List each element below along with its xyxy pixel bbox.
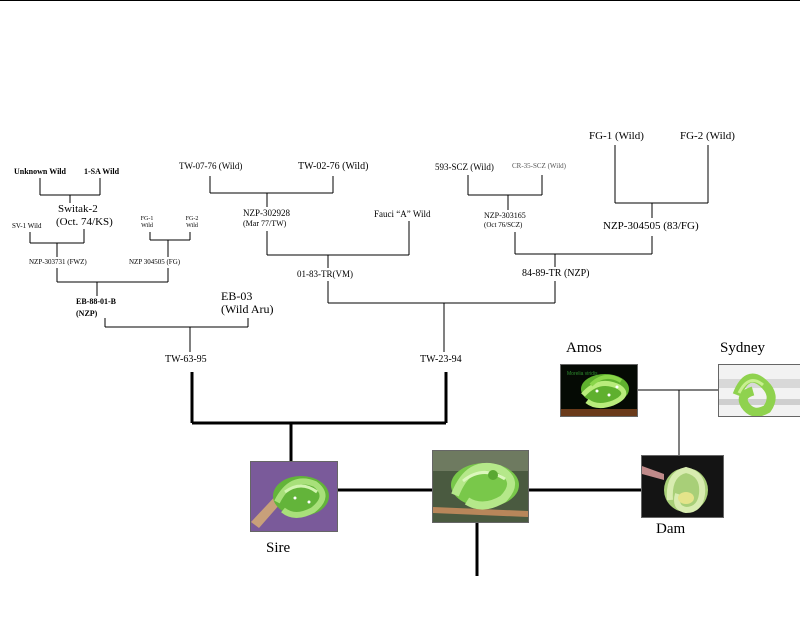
node-eb8801b-org: (NZP): [76, 309, 98, 318]
photo-sire: [250, 461, 338, 532]
node-tr0183: 01-83-TR(VM): [297, 269, 353, 279]
label-dam: Dam: [656, 521, 686, 537]
snake-icon: [719, 373, 800, 416]
node-nzp303731: NZP-303731 (FWZ): [29, 258, 87, 266]
amos-caption: Morelia viridis: [567, 371, 598, 377]
node-nzp302928-name: NZP-302928: [243, 208, 290, 218]
node-tw0776: TW-07-76 (Wild): [179, 161, 243, 171]
node-nzp303165-date: (Oct 76/SCZ): [484, 221, 523, 229]
snake-icon: [251, 462, 337, 531]
node-fg1-wild-small: FG-1 Wild: [136, 216, 158, 230]
label-sydney: Sydney: [720, 340, 765, 356]
node-switak2-date: (Oct. 74/KS): [56, 216, 113, 228]
photo-sydney: [718, 364, 800, 417]
node-nzp304505-83: NZP-304505 (83/FG): [603, 220, 699, 232]
snake-icon: [561, 374, 637, 416]
node-nzp303165-name: NZP-303165: [484, 211, 526, 220]
node-cr35-scz: CR-35-SCZ (Wild): [512, 162, 566, 170]
label-amos: Amos: [566, 340, 602, 356]
node-switak2-name: Switak-2: [58, 203, 98, 215]
node-nzp302928-date: (Mar 77/TW): [243, 219, 287, 228]
node-eb03-name: EB-03: [221, 289, 253, 303]
node-tw0276: TW-02-76 (Wild): [298, 161, 369, 172]
node-tw6395: TW-63-95: [165, 354, 207, 365]
photo-dam: [641, 455, 724, 518]
node-tr8489: 84-89-TR (NZP): [522, 268, 590, 279]
node-fg1-wild-small-sub: Wild: [141, 222, 153, 229]
node-593-scz: 593-SCZ (Wild): [435, 162, 494, 172]
node-eb8801b-name: EB-88-01-B: [76, 297, 116, 306]
node-fg2-wild: FG-2 (Wild): [680, 130, 735, 142]
node-fg2-wild-small-sub: Wild: [186, 222, 198, 229]
node-1sa-wild: 1-SA Wild: [84, 167, 120, 176]
node-fauci-a: Fauci “A” Wild: [374, 209, 431, 219]
snake-icon: [433, 451, 528, 522]
node-eb03-origin: (Wild Aru): [221, 302, 274, 316]
snake-icon: [642, 456, 723, 517]
node-sv1-wild: SV-1 Wild: [12, 222, 42, 230]
node-tw2394: TW-23-94: [420, 354, 462, 365]
node-fg1-wild-small-label: FG-1: [140, 216, 154, 222]
node-fg1-wild: FG-1 (Wild): [589, 130, 644, 142]
photo-offspring: [432, 450, 529, 523]
node-unknown-wild: Unknown Wild: [14, 167, 66, 176]
node-nzp304505-fg: NZP 304505 (FG): [129, 258, 181, 266]
node-fg2-wild-small-label: FG-2: [185, 216, 199, 222]
photo-amos: Morelia viridis: [560, 364, 638, 417]
label-sire: Sire: [266, 540, 291, 556]
node-fg2-wild-small: FG-2 Wild: [181, 216, 203, 230]
